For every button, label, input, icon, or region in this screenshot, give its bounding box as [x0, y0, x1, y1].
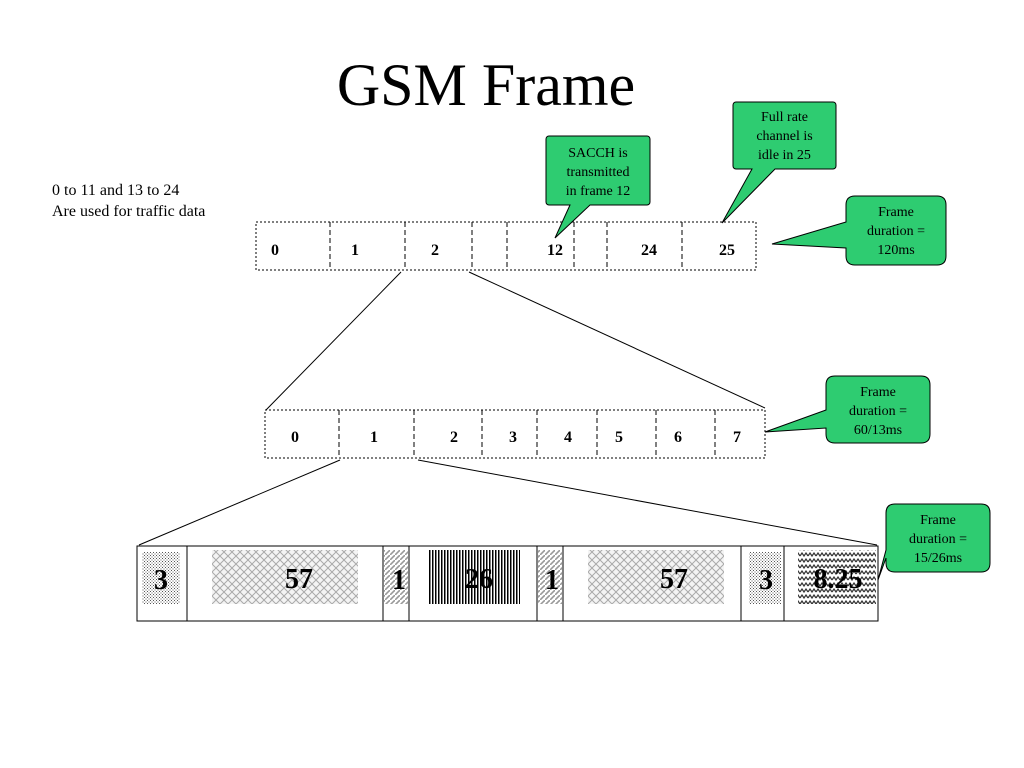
- traffic-data-note: 0 to 11 and 13 to 24 Are used for traffi…: [52, 180, 205, 222]
- multiframe-label-2: 2: [431, 242, 439, 259]
- frame-duration-line-3: 60/13ms: [853, 423, 903, 438]
- zoom-line-right-1: [468, 271, 766, 409]
- zoom-line-right-2: [417, 459, 878, 546]
- slot-duration-line-1: Frame: [920, 513, 956, 528]
- sacch-callout: [545, 135, 651, 239]
- multiframe-duration-line-1: Frame: [878, 205, 914, 220]
- burst-label-tail-2: 3: [759, 565, 773, 596]
- multiframe-bar: 0 1 2 12 24 25: [255, 221, 757, 271]
- tail-bits-pattern: [142, 552, 180, 604]
- frame-label-5: 5: [615, 429, 623, 446]
- burst-label-data-2: 57: [660, 564, 688, 595]
- traffic-note-line-1: 0 to 11 and 13 to 24: [52, 182, 180, 199]
- frame-duration-text: Frame duration = 60/13ms: [826, 383, 930, 440]
- tail-bits-pattern-2: [749, 552, 781, 604]
- slot-duration-text: Frame duration = 15/26ms: [886, 511, 990, 568]
- sacch-line-2: transmitted: [566, 165, 630, 180]
- burst-label-flag-1: 1: [392, 565, 406, 596]
- traffic-note-line-2: Are used for traffic data: [52, 203, 206, 220]
- frame-label-6: 6: [674, 429, 682, 446]
- tdma-frame-bar: 0 1 2 3 4 5 6 7: [264, 409, 766, 459]
- burst-label-guard: 8.25: [814, 564, 863, 595]
- guard-period-pattern: [798, 550, 876, 604]
- multiframe-label-1: 1: [351, 242, 359, 259]
- frame-duration-line-1: Frame: [860, 385, 896, 400]
- page-title: GSM Frame: [336, 52, 636, 118]
- training-sequence-pattern: [428, 550, 520, 604]
- frame-label-1: 1: [370, 429, 378, 446]
- multiframe-label-12: 12: [547, 242, 563, 259]
- idle-line-1: Full rate: [760, 110, 809, 125]
- slot-duration-line-3: 15/26ms: [913, 551, 963, 566]
- slot-duration-callout: [877, 503, 991, 581]
- zoom-line-left-2: [138, 459, 341, 546]
- frame-duration-line-2: duration =: [848, 404, 908, 419]
- idle-callout-text: Full rate channel is idle in 25: [733, 108, 836, 165]
- frame-label-4: 4: [564, 429, 572, 446]
- multiframe-duration-callout: [771, 195, 947, 266]
- burst-label-data-1: 57: [285, 564, 313, 595]
- burst-bar: 3 57 1 26 1 57 3 8.25: [136, 545, 879, 622]
- sacch-line-1: SACCH is: [568, 146, 628, 161]
- stealing-flag-pattern: [384, 550, 408, 604]
- zoom-line-left-1: [265, 271, 402, 411]
- frame-label-7: 7: [733, 429, 741, 446]
- stealing-flag-pattern-2: [538, 550, 562, 604]
- data-bits-pattern-2: [588, 550, 724, 604]
- frame-label-3: 3: [509, 429, 517, 446]
- multiframe-label-0: 0: [271, 242, 279, 259]
- frame-label-2: 2: [450, 429, 458, 446]
- idle-callout: [721, 101, 837, 224]
- slot-duration-line-2: duration =: [908, 532, 968, 547]
- idle-line-2: channel is: [756, 129, 813, 144]
- multiframe-label-24: 24: [641, 242, 657, 259]
- multiframe-duration-line-2: duration =: [866, 224, 926, 239]
- idle-line-3: idle in 25: [758, 148, 811, 163]
- frame-duration-callout: [764, 375, 931, 444]
- sacch-line-3: in frame 12: [565, 184, 631, 199]
- multiframe-duration-line-3: 120ms: [877, 243, 915, 258]
- burst-label-flag-2: 1: [545, 565, 559, 596]
- burst-label-training: 26: [465, 564, 493, 595]
- multiframe-duration-text: Frame duration = 120ms: [846, 203, 946, 260]
- data-bits-pattern: [212, 550, 358, 604]
- burst-label-tail-1: 3: [154, 565, 168, 596]
- multiframe-label-25: 25: [719, 242, 735, 259]
- sacch-callout-text: SACCH is transmitted in frame 12: [546, 144, 650, 201]
- frame-label-0: 0: [291, 429, 299, 446]
